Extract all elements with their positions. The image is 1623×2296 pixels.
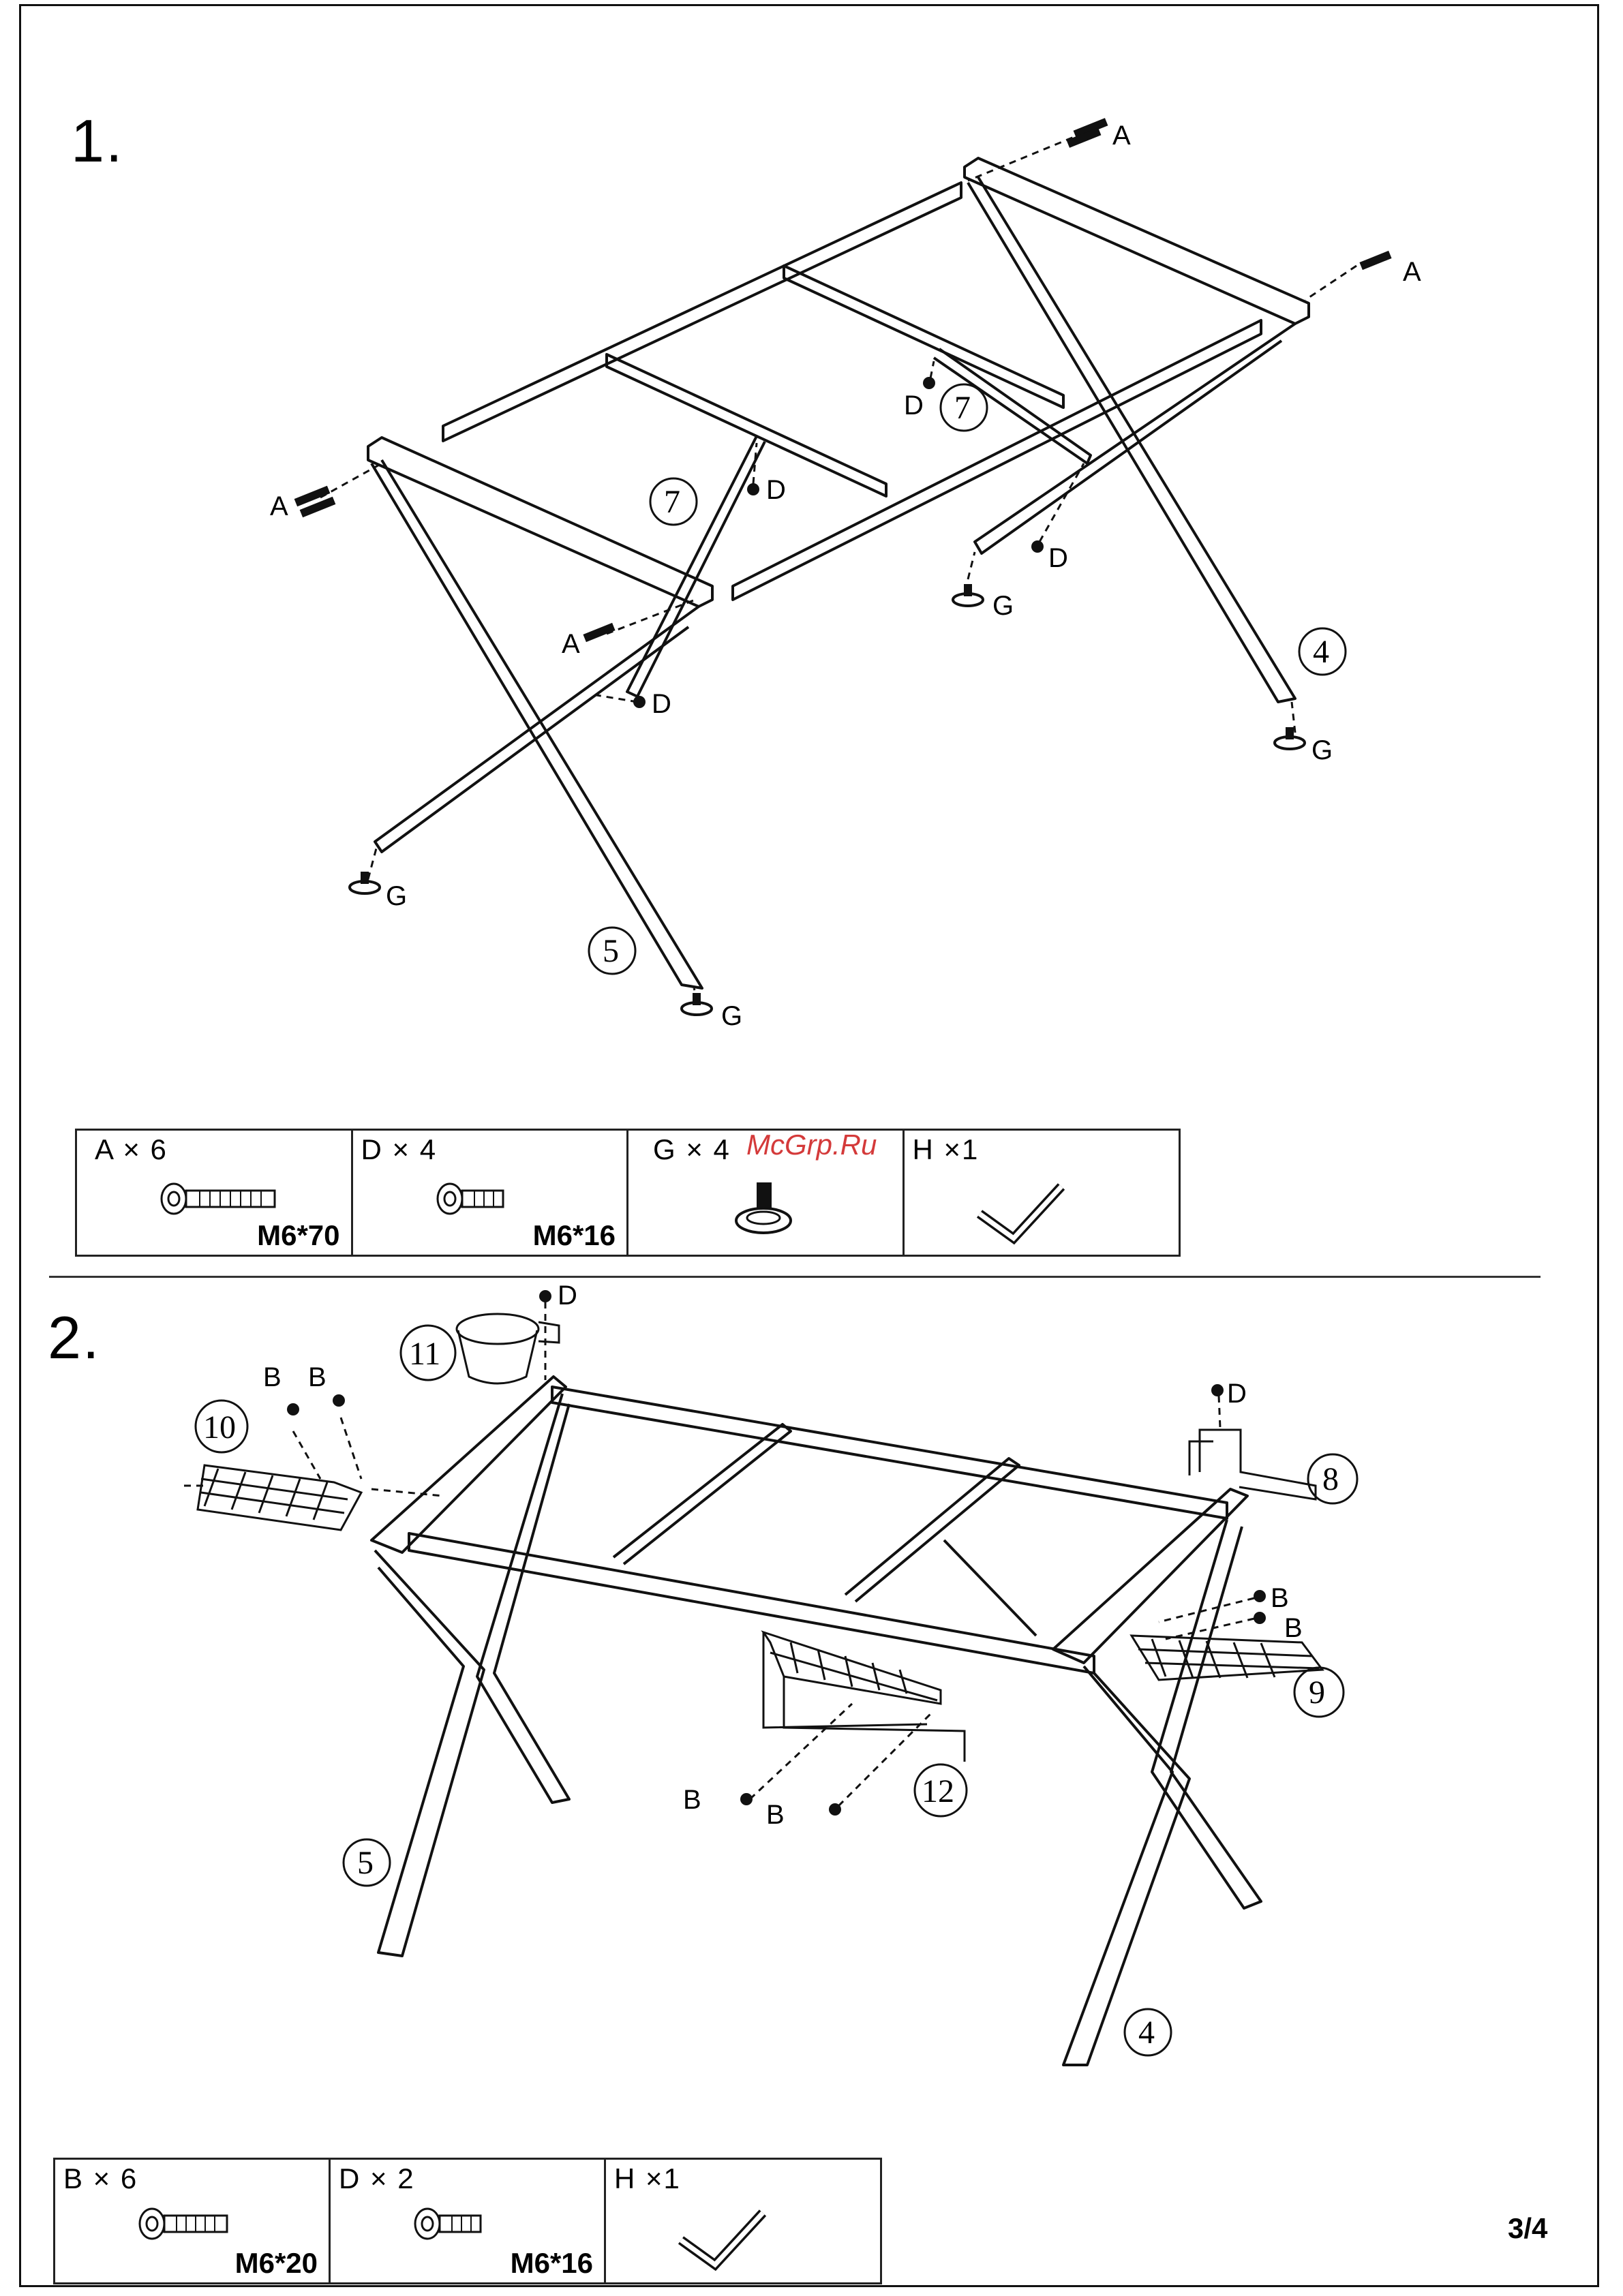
end-rail-left [371,1377,566,1552]
label-b-4: B [1284,1613,1303,1643]
diagonal-strut [944,1540,1036,1636]
bolt-d-2 [1211,1384,1224,1396]
label-b-1: B [263,1362,282,1392]
hardware-h-qty: H ×1 [614,2162,681,2195]
bolt-b-1 [287,1403,299,1415]
hardware-d-spec: M6*16 [511,2247,593,2280]
hardware-b-qty: B × 6 [63,2162,138,2195]
bolt-b-6 [829,1803,841,1816]
cross-bar-2 [845,1458,1019,1602]
callout-5: 5 [357,1845,374,1881]
label-b-2: B [308,1362,327,1392]
cross-bar-1 [613,1424,791,1564]
cup-holder-11 [457,1314,539,1344]
callout-11: 11 [409,1336,440,1372]
front-rail [409,1533,1094,1673]
leg-5-b [477,1394,569,1803]
bolt-b-2 [333,1394,345,1407]
bolt-d-1 [539,1290,551,1302]
allen-key-icon [674,2198,770,2273]
callout-10: 10 [203,1409,236,1445]
hardware-b-spec: M6*20 [235,2247,318,2280]
bolt-b-3 [1254,1590,1266,1602]
step-2-hardware-table: B × 6 M6*20 D × 2 M6*16 H ×1 [53,2158,882,2284]
leg-4-a [1063,1666,1189,2065]
hardware-d-qty: D × 2 [339,2162,415,2195]
hanger-8 [1200,1430,1316,1499]
back-rail [552,1387,1227,1518]
medium-bolt-icon [137,2203,232,2244]
label-b-5: B [683,1785,701,1815]
short-bolt-icon [412,2203,487,2244]
leg-5-a [375,1550,484,1956]
label-d-2: D [1227,1379,1247,1409]
label-b-3: B [1271,1583,1289,1613]
callout-9: 9 [1309,1674,1325,1711]
callout-4: 4 [1138,2015,1155,2051]
callout-8: 8 [1322,1461,1339,1497]
bolt-b-4 [1254,1612,1266,1624]
page-number: 3/4 [1508,2212,1547,2245]
label-d-1: D [558,1281,577,1311]
callout-12: 12 [922,1773,954,1809]
hardware-h: H ×1 [606,2160,880,2282]
bolt-b-5 [740,1793,753,1805]
hardware-b: B × 6 M6*20 [55,2160,331,2282]
label-b-6: B [766,1800,785,1830]
hardware-d: D × 2 M6*16 [331,2160,606,2282]
